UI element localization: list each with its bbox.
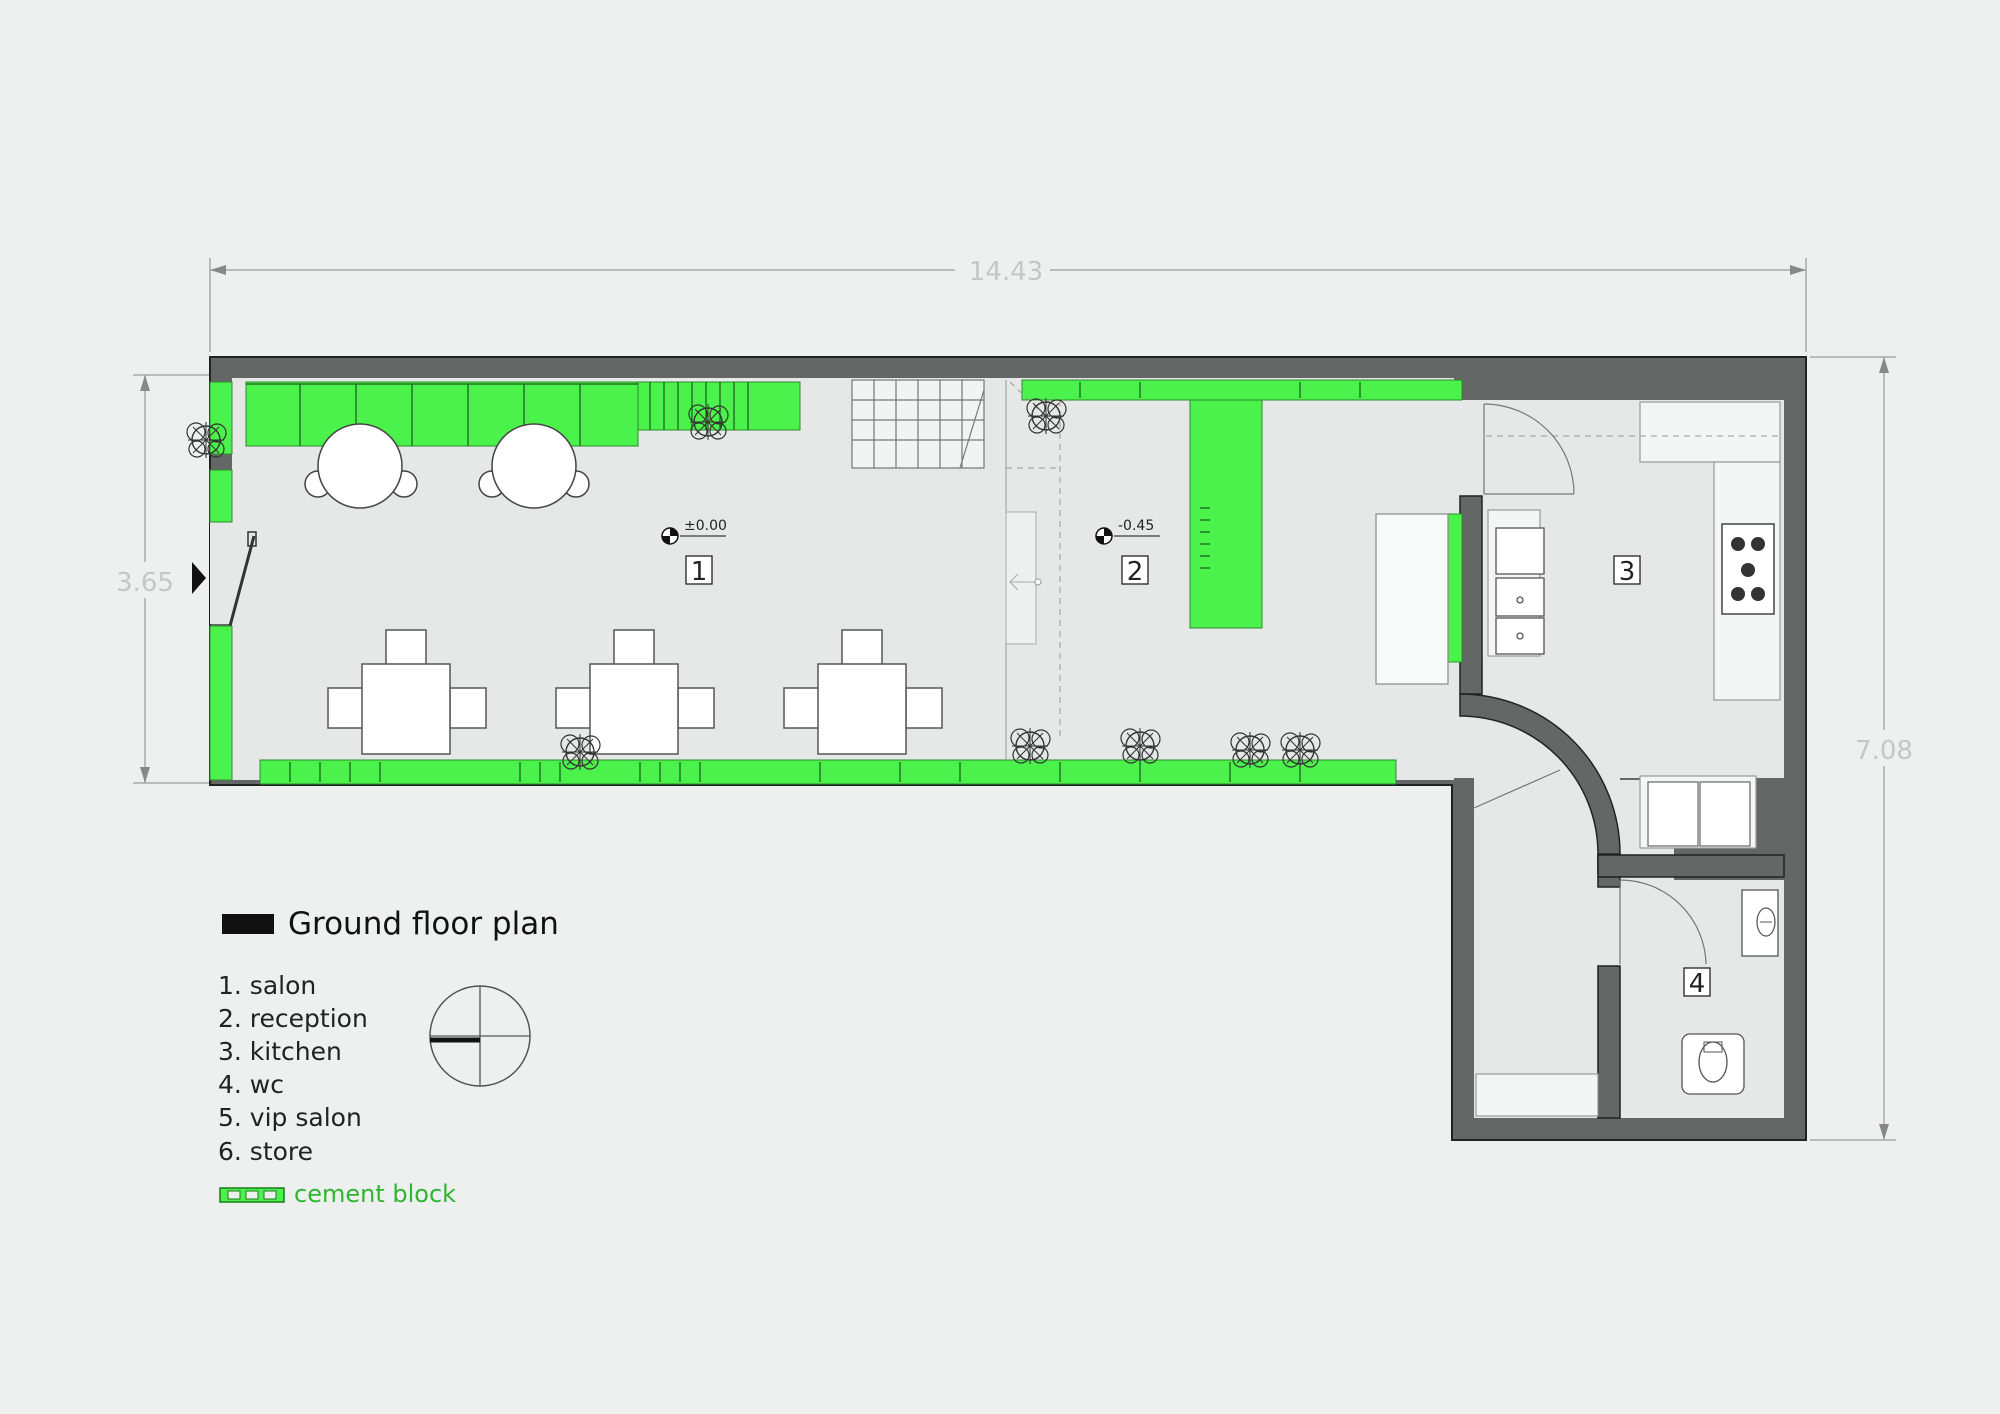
dimension-depth-right: 7.08 (1810, 356, 1924, 1141)
dimension-depth-right-label: 7.08 (1855, 736, 1913, 766)
legend-item: 3. kitchen (218, 1037, 342, 1066)
reception-desk (1375, 513, 1449, 685)
room-label-3: 3 (1613, 555, 1641, 587)
svg-text:3: 3 (1619, 557, 1636, 587)
legend-item: 6. store (218, 1137, 313, 1166)
salon-square-tables (327, 629, 943, 755)
legend-item: 1. salon (218, 971, 316, 1000)
level-marker-icon (1095, 527, 1160, 545)
sink-icon (1495, 527, 1545, 655)
cement-block-hatch (246, 382, 1361, 782)
entrance-arrow-icon (192, 562, 206, 594)
salon-round-tables (304, 423, 590, 509)
north-arrow-icon (429, 985, 531, 1087)
legend-item: 4. wc (218, 1070, 284, 1099)
legend-item: 2. reception (218, 1004, 368, 1033)
svg-text:2: 2 (1127, 557, 1144, 587)
level-reception: -0.45 (1118, 518, 1154, 534)
room-label-4: 4 (1683, 967, 1711, 999)
level-salon: ±0.00 (684, 518, 727, 534)
dimension-depth-left: 3.65 (108, 374, 210, 784)
room-label-2: 2 (1121, 555, 1149, 587)
dimension-width-label: 14.43 (969, 257, 1043, 287)
dimension-width: 14.43 (209, 252, 1807, 352)
dimension-depth-left-label: 3.65 (116, 568, 174, 598)
doors[interactable] (1473, 403, 1707, 965)
legend-cement-block: cement block (294, 1180, 456, 1208)
kitchen-appliance (1647, 781, 1751, 847)
cement-block-swatch (219, 1187, 285, 1203)
entrance-door[interactable] (210, 520, 257, 627)
stove-icon (1721, 523, 1775, 615)
svg-text:1: 1 (691, 557, 708, 587)
legend-wall-swatch (222, 914, 274, 934)
interior-walls (1459, 495, 1785, 1119)
svg-text:4: 4 (1689, 969, 1706, 999)
level-step (1005, 380, 1061, 760)
legend-list: 1. salon 2. reception 3. kitchen 4. wc 5… (218, 971, 368, 1166)
sink-icon (1741, 889, 1779, 957)
legend-title: Ground floor plan (288, 906, 559, 942)
room-label-1: 1 (685, 555, 713, 587)
level-marker-icon (661, 527, 726, 545)
staircase (851, 379, 985, 469)
toilet-icon (1681, 1033, 1745, 1095)
cement-blocks (209, 379, 1463, 785)
legend-item: 5. vip salon (218, 1103, 362, 1132)
